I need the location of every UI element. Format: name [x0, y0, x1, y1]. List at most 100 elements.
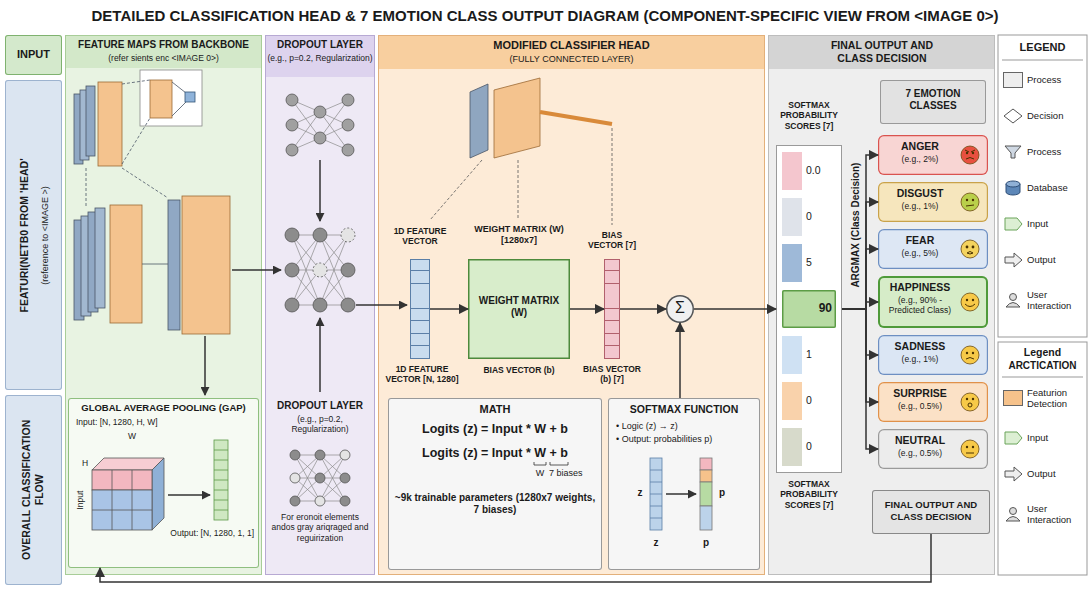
legend-frame	[998, 342, 1087, 575]
softmax-vectors	[650, 458, 712, 530]
network-neuron	[286, 119, 298, 131]
node-text: BIAS VECTOR [7]	[584, 230, 640, 251]
text-slot: p	[716, 487, 728, 499]
node-text: 1	[806, 348, 834, 361]
flow-arrow	[356, 304, 407, 306]
node-text: FEATURI(NETB0 FROM 'HEAD'	[18, 90, 31, 380]
bias-vector: BIAS VECTOR [7]BIAS VECTOR (b) [7]	[604, 259, 620, 359]
text-slot: Output	[1027, 254, 1085, 266]
legend-symbol	[1003, 252, 1023, 268]
legend-symbol	[1003, 216, 1023, 232]
text-slot: • Output: probabilities p)	[616, 434, 756, 445]
face-eyes	[966, 246, 969, 249]
network-neuron	[342, 144, 354, 156]
legend-text: User Interaction	[1027, 289, 1085, 312]
node-text: 7 biases	[549, 468, 599, 479]
tensor-cube	[152, 458, 164, 530]
legend-text: Input	[1027, 432, 1085, 444]
network-neuron	[315, 496, 325, 506]
text-slot: DROPOUT LAYER	[268, 400, 372, 412]
text-slot: W	[122, 431, 142, 441]
face-eyes	[972, 446, 974, 448]
node-text: (e.g., 2%)	[881, 154, 959, 164]
text-slot: p	[696, 537, 716, 549]
node-text: p	[716, 487, 728, 499]
network-neuron	[340, 450, 350, 460]
node-text: (e.g., 1%)	[881, 354, 959, 364]
node-text: (refer sients enc <IMAGE 0>)	[67, 53, 260, 63]
text-slot: Σ	[666, 298, 694, 318]
emoji-face	[961, 193, 979, 211]
text-slot: z	[646, 537, 666, 549]
text-slot: SADNESS	[881, 340, 959, 353]
node-text: Input	[75, 480, 85, 520]
text-slot: Decision	[1027, 110, 1085, 122]
softmax-vectors	[700, 482, 712, 506]
face-eyes	[966, 446, 968, 448]
text-slot: z	[634, 487, 646, 499]
text-slot: Input	[1027, 218, 1085, 230]
feature-maps-illustration	[168, 200, 180, 330]
connector-arrow	[842, 309, 878, 449]
feature-maps-illustration	[185, 92, 195, 102]
feature-vector: 1D FEATURE VECTOR1D FEATURE VECTOR [N, 1…	[410, 259, 430, 359]
text-slot: 1D FEATURE VECTOR [N, 1280]	[380, 364, 464, 385]
connector-arrow	[842, 202, 878, 309]
tensor-cube	[214, 440, 228, 520]
connector-arrow	[842, 302, 878, 309]
network-neuron	[290, 473, 300, 483]
network-neuron	[285, 263, 299, 277]
network-neuron	[290, 450, 300, 460]
annotation-label: BIAS VECTOR (b)	[466, 365, 572, 375]
legend-text: Input	[1027, 218, 1085, 230]
softmax-vectors	[650, 458, 662, 530]
node-text: OVERALL CLASSIFICATION FLOW	[20, 415, 46, 565]
face-eyes	[966, 152, 975, 448]
text-slot: (e.g., 2%)	[881, 154, 959, 164]
node-text: (e.g., 90% - Predicted Class)	[881, 295, 959, 316]
text-slot: H	[79, 458, 91, 468]
network-neuron	[286, 94, 298, 106]
node-text: (e.g., p=0.2, Regularization)	[267, 53, 373, 63]
dropout-network	[292, 100, 348, 501]
face-eyes	[972, 398, 974, 400]
probability-bar: 0	[782, 382, 836, 420]
face-eyes	[972, 299, 974, 301]
face-eyes	[966, 152, 968, 154]
text-slot: MATH	[390, 403, 600, 416]
node-text: HAPPINESS	[881, 281, 959, 294]
connector-arrow	[570, 308, 604, 310]
softmax-vectors	[700, 506, 712, 530]
node-text: W	[530, 468, 550, 479]
legend-swatch	[1003, 390, 1023, 406]
feature-maps-illustration	[172, 102, 186, 116]
network-neuron	[315, 450, 325, 460]
text-slot: FEAR	[881, 234, 959, 247]
node-text: FINAL OUTPUT AND CLASS DECISION	[817, 39, 947, 65]
node-text: H	[79, 458, 91, 468]
network-neuron	[341, 228, 355, 242]
network-neuron	[286, 144, 298, 156]
legend-text: User Interaction	[1027, 503, 1085, 526]
legend-text: Process	[1027, 146, 1085, 158]
text-slot: DETAILED CLASSIFICATION HEAD & 7 EMOTION…	[0, 7, 1090, 25]
text-slot: ~9k trainable parameters (1280x7 weights…	[392, 492, 598, 516]
text-slot: W	[530, 468, 550, 479]
text-slot: ARCTICATION	[1000, 360, 1085, 372]
legend-frame	[998, 35, 1087, 337]
face-mouth	[966, 358, 974, 360]
feature-maps-illustration	[95, 208, 105, 308]
text-slot: WEIGHT MATRIX (W)	[472, 295, 566, 319]
flow-arrow	[666, 493, 696, 495]
text-slot: HAPPINESS	[881, 281, 959, 294]
text-slot: FEATURE MAPS FROM BACKBONE	[67, 39, 260, 51]
tensor-cube	[92, 470, 152, 530]
text-slot: NEUTRAL	[881, 434, 959, 447]
legend-text: Database	[1027, 182, 1085, 194]
node-text: (FULLY CONNECTED LAYER)	[381, 54, 762, 65]
feature-maps-illustration	[182, 196, 230, 334]
text-slot: Output: [N, 1280, 1, 1]	[166, 528, 254, 538]
feature-maps-illustration	[150, 80, 172, 118]
text-slot: LEGEND	[1000, 41, 1085, 54]
flow-arrow	[319, 160, 321, 221]
